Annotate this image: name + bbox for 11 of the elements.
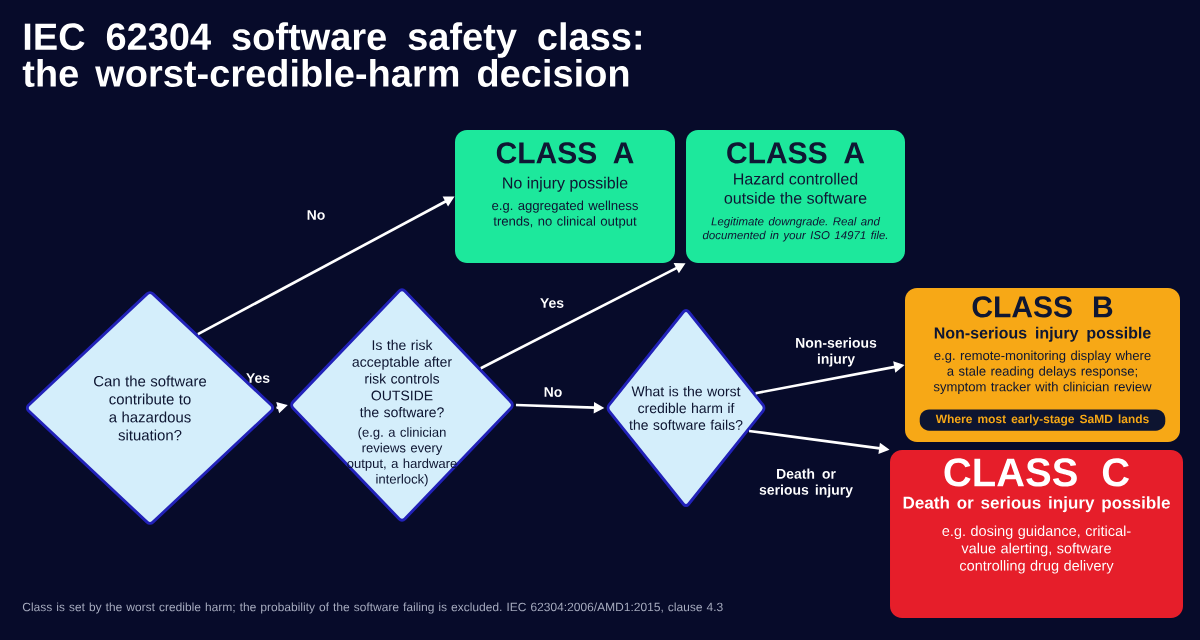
class-box: CLASS C Death or serious injury possible e.g. dosing guidance, critical-value alerting, software controlling drug delivery	[890, 450, 1183, 618]
edge-label: Yes	[540, 298, 564, 308]
edge-label: Yes	[246, 373, 270, 383]
class-box: CLASS A Hazard controlled outside the software Legitimate downgrade. Real and documented in your ISO 14971 file.	[686, 130, 905, 263]
title: IEC 62304 software safety class: the worst-credible-harm decision	[22, 22, 641, 87]
badge: Where most early-stage SaMD lands	[919, 409, 1166, 431]
edge-label: No	[307, 210, 325, 220]
edge-label: No	[544, 387, 562, 397]
edge-label: Non-serious injury	[796, 337, 877, 367]
class-box: CLASS A No injury possible e.g. aggregated wellness trends, no clinical output	[455, 130, 675, 263]
footnote: Class is set by the worst credible harm; the probability of the software failing is excluded. IEC 62304:2006/AMD1:2015, clause 4.3	[22, 602, 723, 614]
